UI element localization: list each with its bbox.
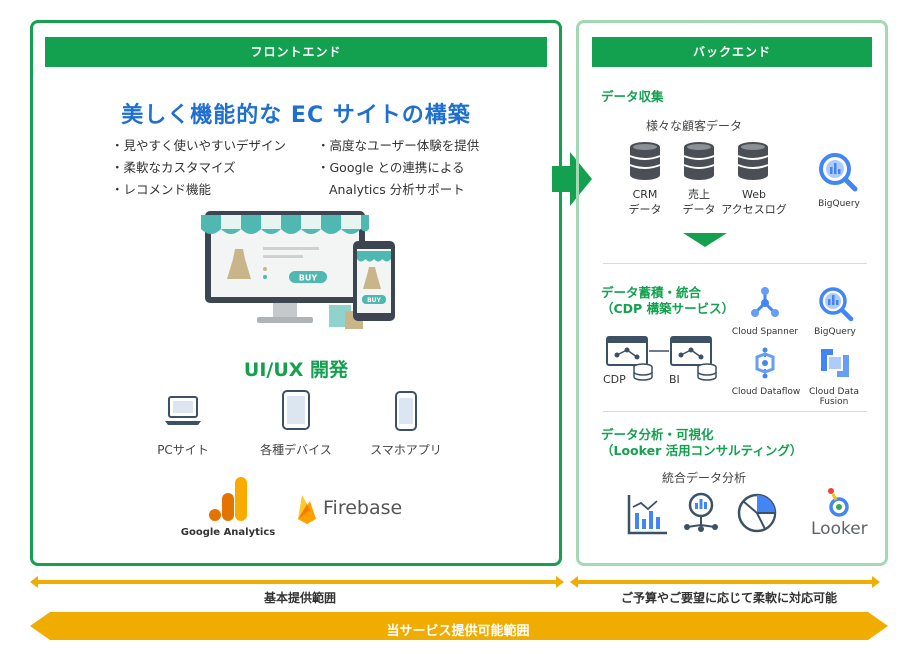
bi-label: BI (669, 373, 680, 386)
divider-2 (603, 411, 867, 412)
cloud-dataflow-icon (755, 347, 775, 379)
bullet-right-1: ・高度なユーザー体験を提供 (317, 138, 480, 153)
analyze-title: データ分析・可視化 （Looker 活用コンサルティング） (601, 427, 803, 458)
cloud-data-fusion-label: Cloud Data Fusion (808, 387, 860, 407)
pie-chart-icon (737, 493, 777, 533)
cdp-label: CDP (603, 373, 626, 386)
database-icon-web (737, 142, 769, 180)
bigquery-icon-2 (819, 287, 854, 322)
collect-title: データ収集 (601, 89, 664, 104)
laptop-icon (165, 396, 201, 425)
source-label-sales: 売上データ (682, 188, 716, 216)
cloud-data-fusion-icon (821, 349, 849, 377)
buy-label-mobile: BUY (367, 297, 381, 304)
basic-range-label: 基本提供範囲 (263, 591, 336, 605)
flow-arrow-right (552, 152, 592, 206)
awning-icon (201, 215, 369, 234)
analyze-subtitle: 統合データ分析 (661, 471, 746, 485)
cdp-window-icon (606, 336, 653, 381)
frontend-header: フロントエンド (45, 37, 547, 67)
bullet-right-3: Analytics 分析サポート (329, 182, 465, 197)
firebase-label: Firebase (323, 497, 403, 519)
frontend-panel: フロントエンド 美しく機能的な EC サイトの構築 ・見やすく使いやすいデザイン… (30, 20, 562, 566)
collect-subtitle: 様々な顧客データ (645, 119, 742, 133)
cloud-dataflow-label: Cloud Dataflow (731, 387, 801, 397)
cdp-bi-diagram (606, 336, 717, 381)
bigquery-label-2: BigQuery (814, 327, 856, 337)
integrate-title: データ蓄積・統合 （CDP 構築サービス） (601, 285, 735, 316)
google-analytics-label: Google Analytics (180, 527, 276, 538)
magnifier-chart-icon (684, 492, 718, 532)
bigquery-label-1: BigQuery (818, 199, 860, 209)
bullet-right-2: ・Google との連携による (317, 160, 465, 175)
bullet-left-3: ・レコメンド機能 (111, 182, 212, 197)
cloud-spanner-icon (751, 287, 779, 317)
looker-logo (828, 488, 849, 517)
buy-button-mobile (362, 295, 386, 304)
google-analytics-logo (209, 477, 247, 521)
bullet-left-1: ・見やすく使いやすいデザイン (111, 138, 287, 153)
service-range-bar (30, 612, 888, 640)
range-arrow-flexible (570, 576, 880, 588)
bullet-left-2: ・柔軟なカスタマイズ (111, 160, 236, 175)
buy-label-desktop: BUY (299, 274, 318, 283)
dress-icon (227, 249, 251, 279)
firebase-logo (298, 495, 316, 524)
device-label-pc: PCサイト (157, 443, 209, 457)
database-icons (629, 142, 769, 180)
analysis-icons (627, 492, 777, 535)
flexible-range-label: ご予算やご要望に応じて柔軟に対応可能 (620, 591, 837, 605)
looker-label: Looker (811, 519, 868, 539)
bar-chart-icon (627, 495, 667, 535)
uiux-title: UI/UX 開発 (243, 359, 349, 381)
buy-button-desktop (289, 271, 327, 283)
divider-1 (603, 263, 867, 264)
bigquery-icon (819, 153, 858, 192)
range-arrow-basic (30, 576, 564, 588)
database-icon-crm (629, 142, 661, 180)
flow-arrow-down (683, 233, 727, 247)
service-range-label: 当サービス提供可能範囲 (386, 624, 530, 639)
range-arrows (30, 576, 880, 588)
database-icon-sales (683, 142, 715, 180)
smartphone-icon (395, 391, 417, 431)
backend-header: バックエンド (592, 37, 872, 67)
bi-window-icon (670, 336, 717, 381)
frontend-title: 美しく機能的な EC サイトの構築 (121, 103, 471, 128)
ec-site-illustration: BUY BUY (201, 211, 395, 329)
tablet-icon (282, 390, 310, 430)
device-label-devices: 各種デバイス (260, 443, 332, 457)
cloud-spanner-label: Cloud Spanner (731, 327, 799, 337)
device-label-app: スマホアプリ (370, 443, 442, 457)
